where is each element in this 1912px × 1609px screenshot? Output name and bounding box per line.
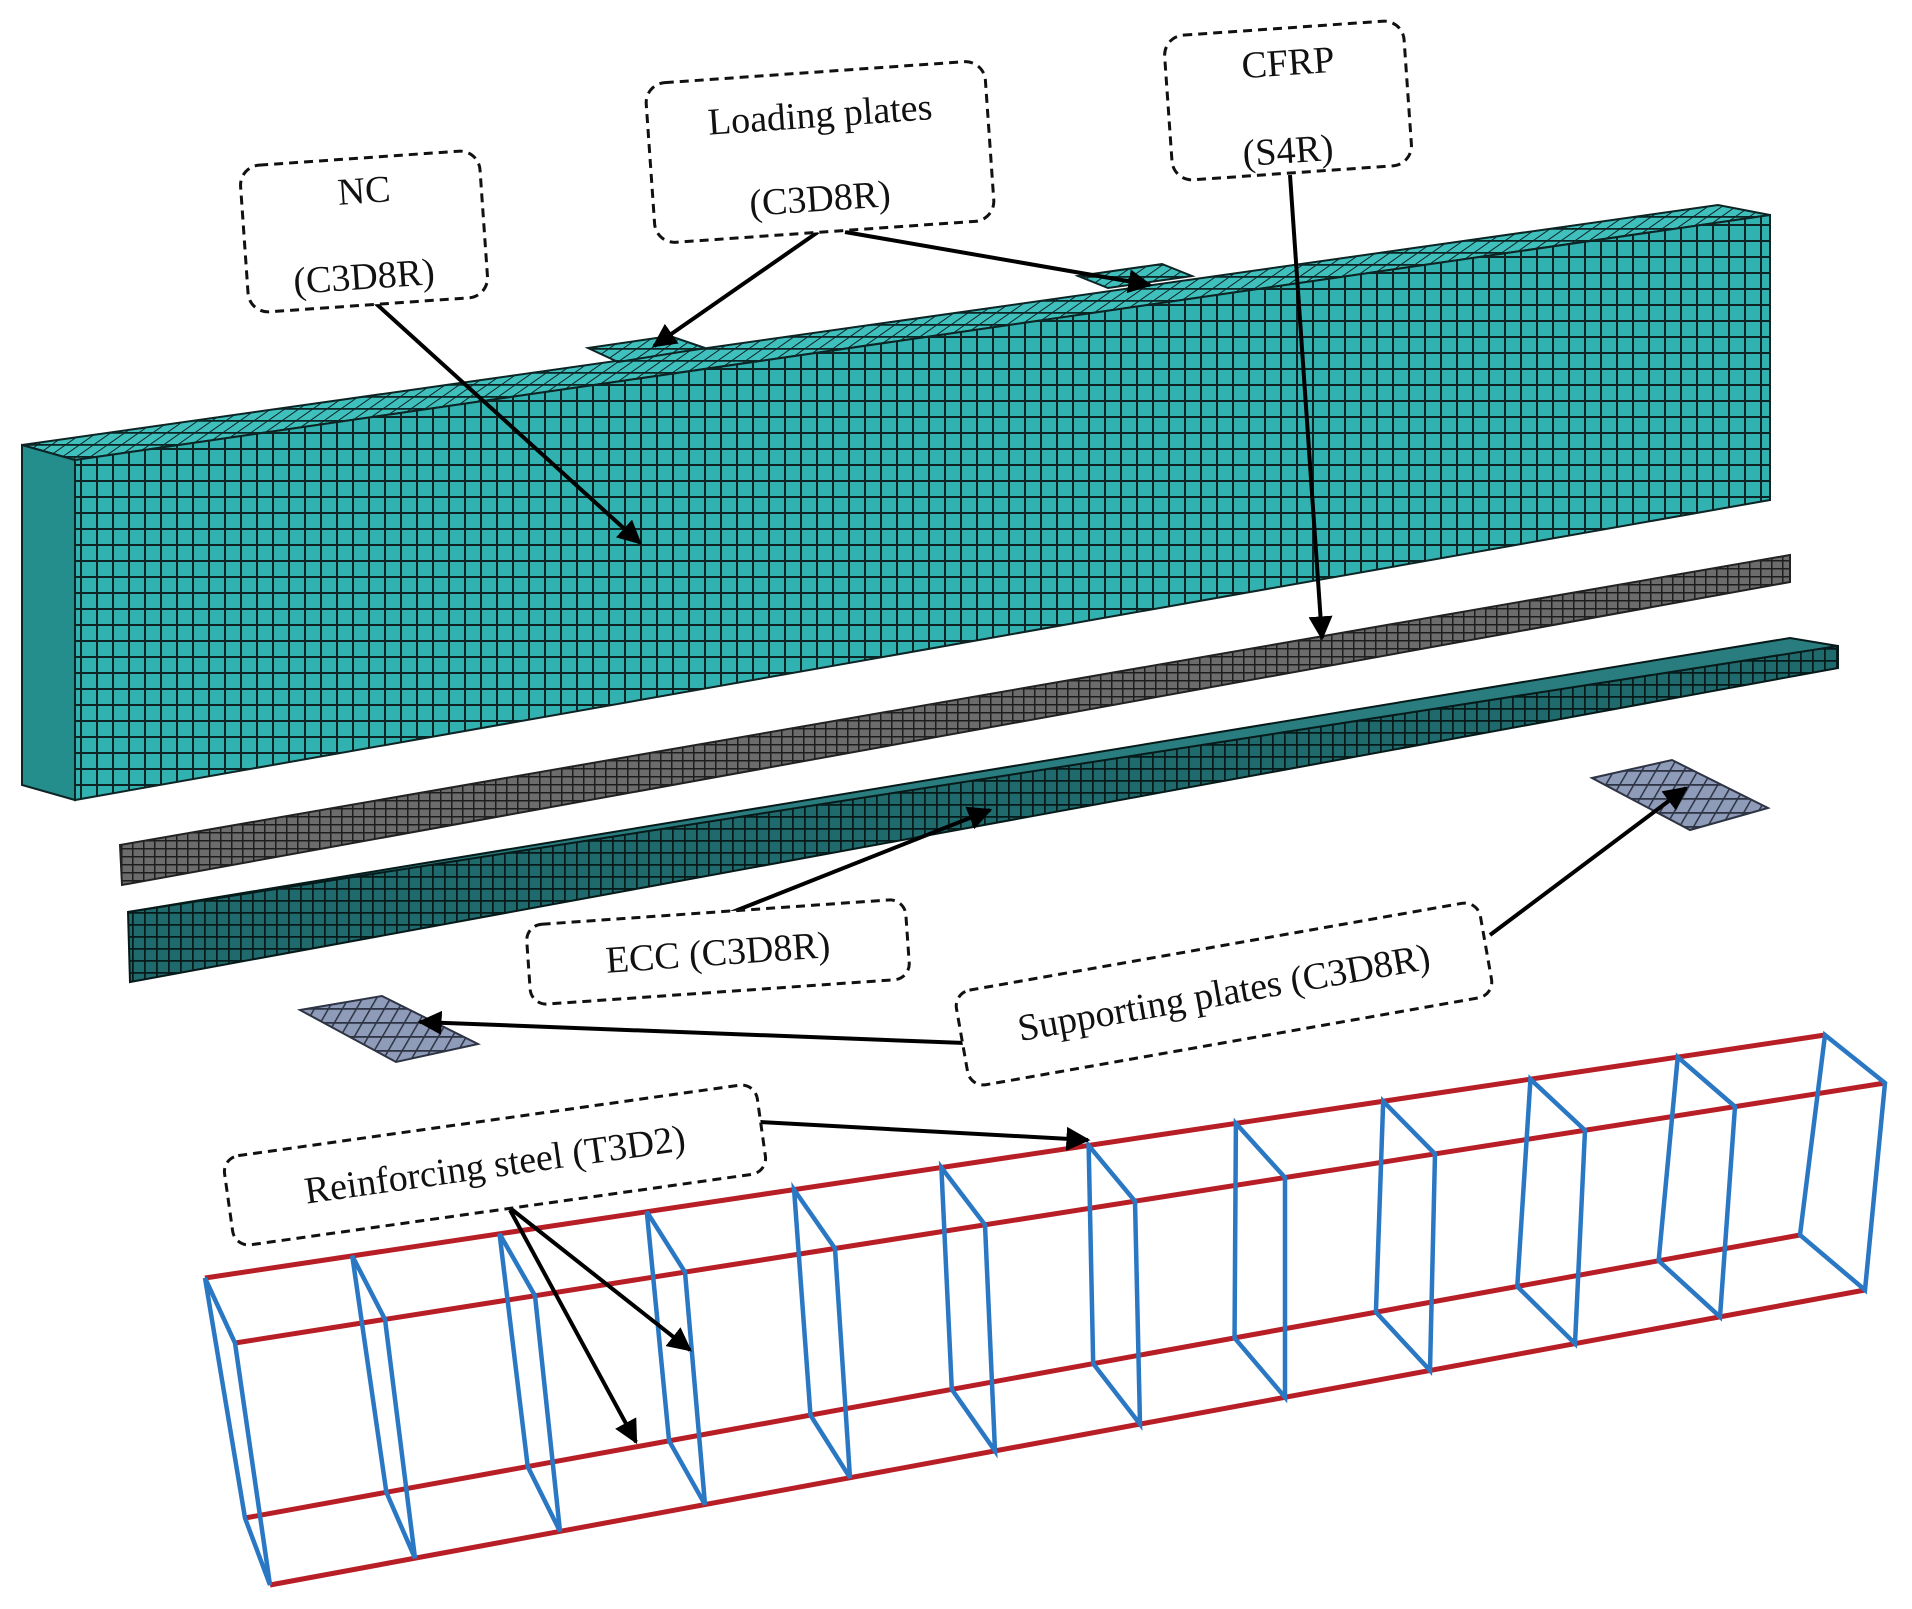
stirrup [1086, 1139, 1143, 1431]
stirrup [1373, 1095, 1438, 1377]
longitudinal-bar [204, 1032, 1826, 1281]
arrow-support-left [417, 1010, 966, 1045]
nc-beam-side-face [21, 443, 76, 802]
arrow-ecc [719, 806, 993, 919]
stirrup [1797, 1030, 1888, 1295]
stirrup [1514, 1074, 1588, 1349]
arrow-support-right [1488, 786, 1688, 937]
longitudinal-bar [234, 1080, 1886, 1346]
arrow-rebar-stirrup [508, 1206, 692, 1352]
stirrup [791, 1181, 853, 1479]
arrow-loading-right [844, 230, 1153, 294]
callout-cfrp [1163, 19, 1413, 182]
nc-beam [21, 203, 1771, 802]
reinforcement-cage [202, 1030, 1888, 1588]
longitudinal-bar [269, 1287, 1866, 1588]
arrow-loading-left [652, 230, 820, 348]
stirrup [644, 1210, 708, 1506]
callout-supporting [954, 901, 1494, 1087]
leader-arrows [370, 174, 1688, 1445]
stirrup [350, 1254, 418, 1560]
callout-ecc [525, 898, 911, 1006]
arrow-cfrp [1288, 174, 1333, 641]
supporting-plate-left [296, 994, 481, 1064]
callout-rebar [222, 1083, 768, 1247]
stirrup [497, 1232, 563, 1533]
nc-beam-front-face [74, 213, 1771, 802]
stirrup [938, 1160, 998, 1459]
cfrp-sheet [118, 553, 1791, 887]
arrow-rebar-top [759, 1120, 1091, 1151]
stirrup [1656, 1052, 1738, 1322]
longitudinal-bar [244, 1232, 1801, 1521]
supporting-plate-right [1589, 758, 1771, 832]
stirrup [1232, 1117, 1288, 1404]
callout-loading [644, 60, 996, 244]
arrow-rebar-bottom [508, 1209, 638, 1445]
callout-nc [239, 149, 490, 314]
arrow-nc [370, 298, 642, 545]
stirrup [202, 1277, 273, 1586]
callout-boxes [222, 19, 1494, 1247]
